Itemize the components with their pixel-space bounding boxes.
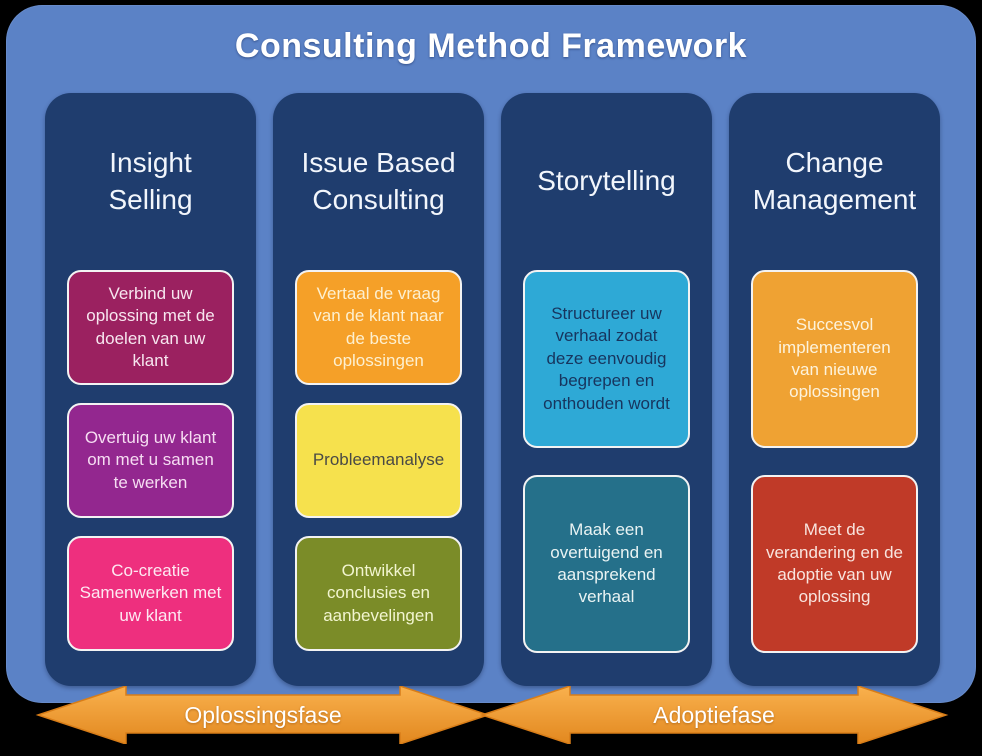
column-storytelling: Storytelling Structureer uw verhaal zoda… bbox=[501, 93, 712, 686]
adoptiefase-arrow bbox=[479, 686, 949, 744]
column-title: Storytelling bbox=[537, 165, 676, 197]
method-box: Verbind uw oplossing met de doelen van u… bbox=[67, 270, 234, 385]
method-box: Ontwikkel conclusies en aanbevelingen bbox=[295, 536, 462, 651]
column-title: Issue Based Consulting bbox=[301, 147, 456, 215]
method-columns: Insight Selling Verbind uw oplossing met… bbox=[45, 93, 940, 686]
phase-label-adoptiefase: Adoptiefase bbox=[653, 701, 775, 728]
method-box: Meet de verandering en de adoptie van uw… bbox=[751, 475, 918, 653]
method-box: Maak een overtuigend en aansprekend verh… bbox=[523, 475, 690, 653]
framework-panel: Consulting Method Framework Insight Sell… bbox=[6, 5, 976, 703]
method-box: Succesvol implementeren van nieuwe oplos… bbox=[751, 270, 918, 448]
method-box: Overtuig uw klant om met u samen te werk… bbox=[67, 403, 234, 518]
column-issue-based-consulting: Issue Based Consulting Vertaal de vraag … bbox=[273, 93, 484, 686]
column-insight-selling: Insight Selling Verbind uw oplossing met… bbox=[45, 93, 256, 686]
column-title: Change Management bbox=[752, 147, 917, 215]
column-title: Insight Selling bbox=[108, 147, 193, 215]
method-box: Vertaal de vraag van de klant naar de be… bbox=[295, 270, 462, 385]
method-box: Probleemanalyse bbox=[295, 403, 462, 518]
method-box: Structureer uw verhaal zodat deze eenvou… bbox=[523, 270, 690, 448]
method-box: Co-creatie Samenwerken met uw klant bbox=[67, 536, 234, 651]
column-change-management: Change Management Succesvol implementere… bbox=[729, 93, 940, 686]
phase-arrows bbox=[35, 686, 949, 744]
page-title: Consulting Method Framework bbox=[234, 27, 748, 65]
phase-label-oplossingsfase: Oplossingsfase bbox=[184, 701, 342, 728]
